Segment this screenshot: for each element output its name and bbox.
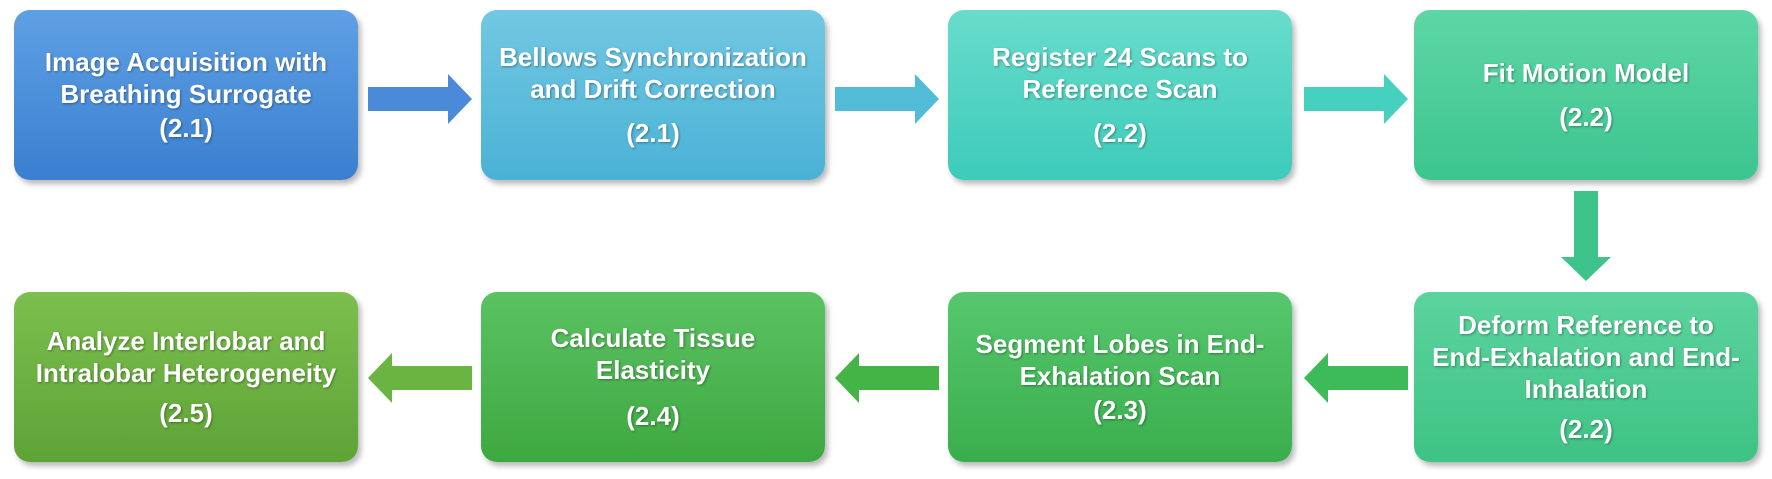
step-segment-lobes: Segment Lobes in End-Exhalation Scan (2.…	[948, 292, 1292, 462]
step-image-acquisition: Image Acquisition with Breathing Surroga…	[14, 10, 358, 180]
step-section-ref: (2.2)	[1559, 102, 1613, 132]
step-bellows-synchronization: Bellows Synchronization and Drift Correc…	[481, 10, 825, 180]
arrow-right	[835, 74, 939, 124]
arrow-right-icon	[1304, 74, 1408, 124]
step-deform-reference: Deform Reference to End-Exhalation and E…	[1414, 292, 1758, 462]
step-title: Analyze Interlobar and Intralobar Hetero…	[35, 326, 337, 388]
step-title: Segment Lobes in End-Exhalation Scan	[975, 329, 1265, 391]
arrow-right	[368, 74, 472, 124]
step-title: Image Acquisition with Breathing Surroga…	[44, 47, 328, 109]
arrow-right	[1304, 74, 1408, 124]
arrow-left-icon	[1304, 353, 1408, 403]
arrow-right-icon	[368, 74, 472, 124]
arrow-left	[835, 353, 939, 403]
step-section-ref: (2.1)	[626, 118, 680, 148]
step-title: Register 24 Scans to Reference Scan	[992, 42, 1248, 104]
arrow-right-icon	[835, 74, 939, 124]
step-analyze-heterogeneity: Analyze Interlobar and Intralobar Hetero…	[14, 292, 358, 462]
step-calculate-elasticity: Calculate Tissue Elasticity (2.4)	[481, 292, 825, 462]
arrow-down	[1561, 191, 1611, 281]
step-section-ref: (2.1)	[159, 113, 213, 143]
step-section-ref: (2.5)	[159, 398, 213, 428]
arrow-down-icon	[1561, 191, 1611, 281]
step-title: Fit Motion Model	[1482, 58, 1690, 88]
step-section-ref: (2.3)	[1093, 395, 1147, 425]
step-section-ref: (2.2)	[1093, 118, 1147, 148]
step-fit-motion-model: Fit Motion Model (2.2)	[1414, 10, 1758, 180]
arrow-left-icon	[368, 353, 472, 403]
arrow-left	[368, 353, 472, 403]
arrow-left-icon	[835, 353, 939, 403]
arrow-left	[1304, 353, 1408, 403]
step-register-scans: Register 24 Scans to Reference Scan (2.2…	[948, 10, 1292, 180]
step-title: Bellows Synchronization and Drift Correc…	[499, 42, 807, 104]
step-title: Calculate Tissue Elasticity	[550, 323, 756, 385]
step-title: Deform Reference to End-Exhalation and E…	[1432, 310, 1740, 404]
step-section-ref: (2.4)	[626, 401, 680, 431]
step-section-ref: (2.2)	[1559, 414, 1613, 444]
